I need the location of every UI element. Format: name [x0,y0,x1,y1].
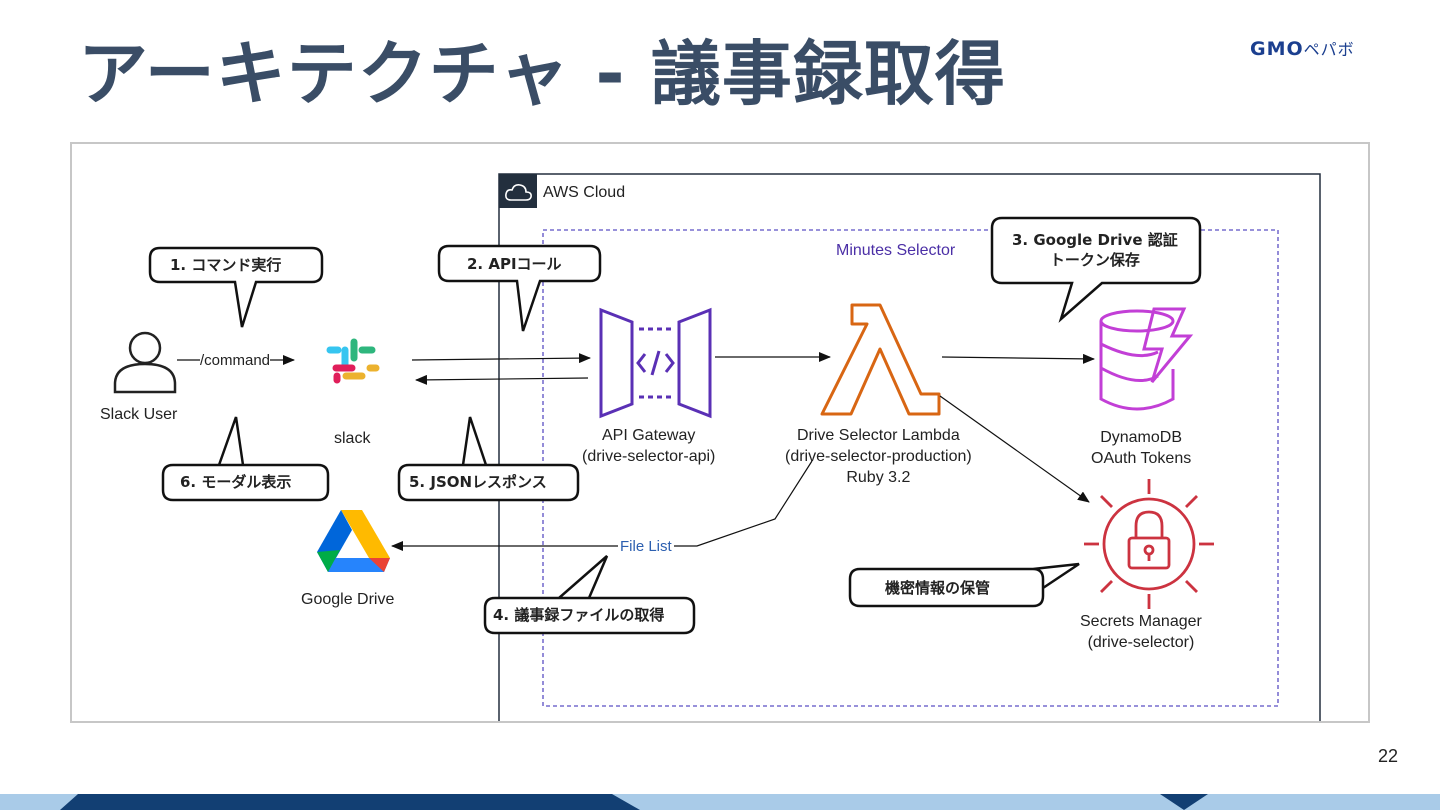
api-gateway-label: API Gateway (drive-selector-api) [582,425,715,467]
callout-step3-line2: トークン保存 [1049,251,1140,269]
arrow-lambda-to-dynamodb [941,353,1095,364]
lambda-name: Drive Selector Lambda [796,427,960,444]
aws-cloud-boundary [498,173,1321,721]
company-logo: GMOペパボ [1250,36,1355,60]
aws-cloud-badge [499,174,537,208]
callout-step3-line1: 3. Google Drive 認証 [1012,231,1178,249]
arrow-gateway-to-slack [415,374,589,385]
callout-secrets-note [848,562,1080,608]
slack-label: slack [334,430,371,447]
arrow-lambda-to-drive [391,460,813,551]
lambda-resource: (drive-selector-production) [785,448,972,465]
secrets-manager-name: Secrets Manager [1080,613,1202,630]
google-drive-label: Google Drive [301,591,395,608]
arrow-lambda-to-secrets [939,395,1090,503]
callout-step6-text: 6. モーダル表示 [180,473,292,491]
callout-step5-text: 5. JSONレスポンス [409,473,547,491]
google-drive-icon [317,510,390,572]
architecture-diagram: AWS Cloud Minutes Selector Slack User sl… [70,142,1370,723]
callout-step1 [148,246,324,328]
aws-cloud-label: AWS Cloud [543,184,626,201]
secrets-manager-label: Secrets Manager (drive-selector) [1080,611,1202,653]
dynamodb-label: DynamoDB OAuth Tokens [1091,427,1191,469]
lambda-icon [820,303,941,416]
minutes-selector-label: Minutes Selector [836,242,956,259]
slide-title: アーキテクチャ - 議事録取得 [78,33,1006,115]
dynamodb-name: DynamoDB [1100,429,1183,446]
callout-step4-text: 4. 議事録ファイルの取得 [493,606,665,624]
logo-kana: ペパボ [1303,40,1355,59]
diagram-canvas [113,173,1321,721]
callout-step2-text: 2. APIコール [467,255,562,273]
callout-step1-text: 1. コマンド実行 [170,256,282,274]
lambda-runtime: Ruby 3.2 [846,469,911,486]
cloud-icon [505,184,532,201]
callout-step4 [483,555,696,635]
logo-text: GMO [1250,38,1304,60]
secrets-manager-resource: (drive-selector) [1087,634,1195,651]
slack-user-label: Slack User [100,406,178,423]
secrets-manager-icon [1084,479,1214,609]
footer-band [0,794,1440,810]
callout-step3-text: 3. Google Drive 認証 トークン保存 [1012,230,1178,270]
command-edge-label: /command [200,350,271,371]
api-gateway-name: API Gateway [602,427,696,444]
api-gateway-icon [599,307,712,419]
page-number: 22 [1378,746,1399,766]
lambda-label: Drive Selector Lambda (drive-selector-pr… [785,425,972,488]
slack-icon [326,338,380,384]
dynamodb-icon [1099,307,1194,411]
file-list-edge-label: File List [618,536,674,557]
callout-step3 [990,216,1202,323]
arrow-slack-to-gateway [411,353,591,364]
callout-step6 [161,416,330,502]
api-gateway-resource: (drive-selector-api) [582,448,716,465]
callout-secrets-note-text: 機密情報の保管 [885,579,991,597]
callout-step5 [397,416,580,502]
user-icon [113,331,177,394]
dynamodb-table: OAuth Tokens [1091,450,1192,467]
callout-step2 [437,244,602,332]
